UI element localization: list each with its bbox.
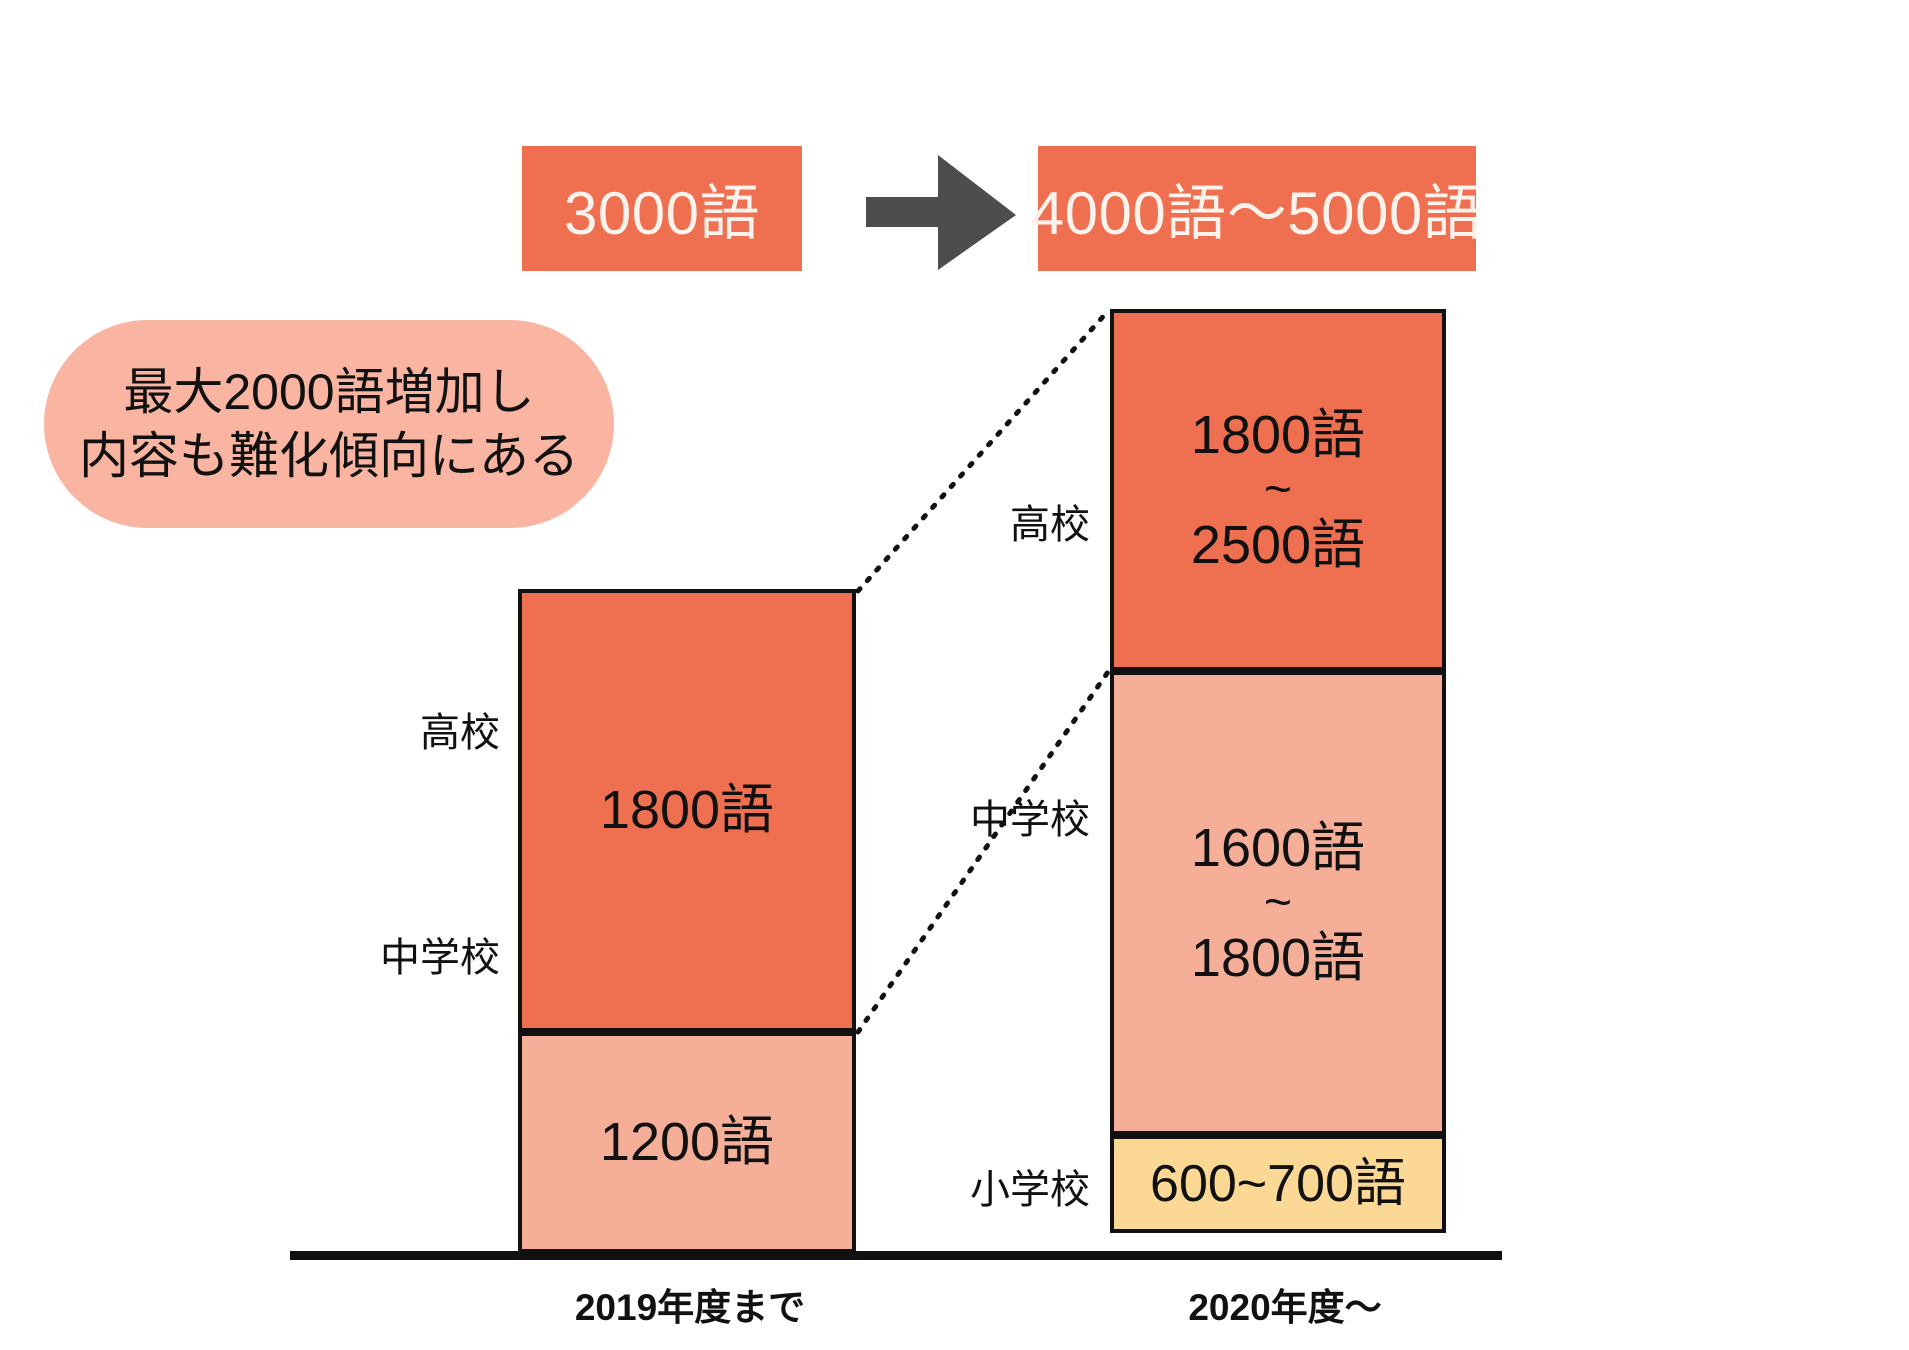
bar-right-mid-value-lower: 1800語 (1190, 927, 1366, 988)
bar-right-elem-value: 600~700語 (1150, 1154, 1406, 1213)
bar-right-segment-elementary: 600~700語 (1110, 1135, 1446, 1233)
callout-note: 最大2000語増加し 内容も難化傾向にある (44, 320, 614, 528)
bar-right-segment-junior-high: 1600語 ~ 1800語 (1110, 671, 1446, 1135)
bar-left-segment-high-school: 1800語 (518, 589, 856, 1032)
bar-left-mid-value: 1200語 (599, 1112, 775, 1173)
bar-right-label-high-school: 高校 (1010, 503, 1090, 547)
total-after-badge: 4000語～5000語 (1031, 146, 1483, 271)
bar-right-mid-value-upper: 1600語 (1190, 817, 1366, 878)
bar-right-mid-tilde: ~ (1263, 876, 1293, 930)
connector-high-bottom (855, 669, 1111, 1035)
bar-right-high-tilde: ~ (1263, 463, 1293, 517)
bar-right-segment-high-school: 1800語 ~ 2500語 (1110, 309, 1446, 671)
baseline-axis (290, 1251, 1502, 1260)
bar-left-high-value: 1800語 (599, 780, 775, 841)
category-label-2020: 2020年度～ (1188, 1287, 1382, 1328)
callout-line-1: 最大2000語増加し (123, 364, 535, 420)
right-arrow-icon (866, 155, 1016, 270)
category-label-2019: 2019年度まで (574, 1287, 806, 1328)
bar-right-label-elementary: 小学校 (970, 1168, 1090, 1212)
bar-right-label-junior-high: 中学校 (970, 798, 1090, 842)
bar-left-segment-junior-high: 1200語 (518, 1032, 856, 1253)
total-before-badge: 3000語 (522, 146, 802, 271)
bar-left-label-high-school: 高校 (420, 711, 500, 755)
callout-line-2: 内容も難化傾向にある (79, 428, 579, 484)
bar-right-high-value-lower: 2500語 (1190, 514, 1366, 575)
bar-left-label-junior-high: 中学校 (380, 936, 500, 980)
bar-right-high-value-upper: 1800語 (1190, 404, 1366, 465)
